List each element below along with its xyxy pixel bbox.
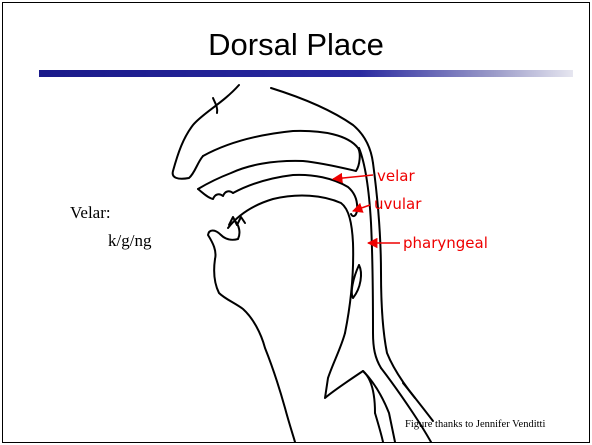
esophagus bbox=[403, 383, 433, 421]
chin-jaw bbox=[214, 259, 295, 442]
uvular-label: uvular bbox=[374, 195, 422, 213]
uvula bbox=[351, 211, 357, 216]
nose-outline bbox=[173, 85, 239, 179]
hard-palate bbox=[233, 175, 357, 211]
neck-back bbox=[375, 413, 383, 442]
velar-label: velar bbox=[377, 167, 415, 185]
head-back-outline bbox=[271, 88, 373, 163]
vocal-tract-diagram: velar uvular pharyngeal bbox=[3, 3, 589, 442]
face-upper-profile bbox=[213, 98, 217, 113]
pharyngeal-label: pharyngeal bbox=[403, 234, 488, 252]
uvular-arrow bbox=[353, 205, 370, 211]
figure-credit: Figure thanks to Jennifer Venditti bbox=[405, 419, 545, 430]
lower-lip bbox=[208, 221, 239, 259]
upper-lip bbox=[198, 189, 233, 199]
